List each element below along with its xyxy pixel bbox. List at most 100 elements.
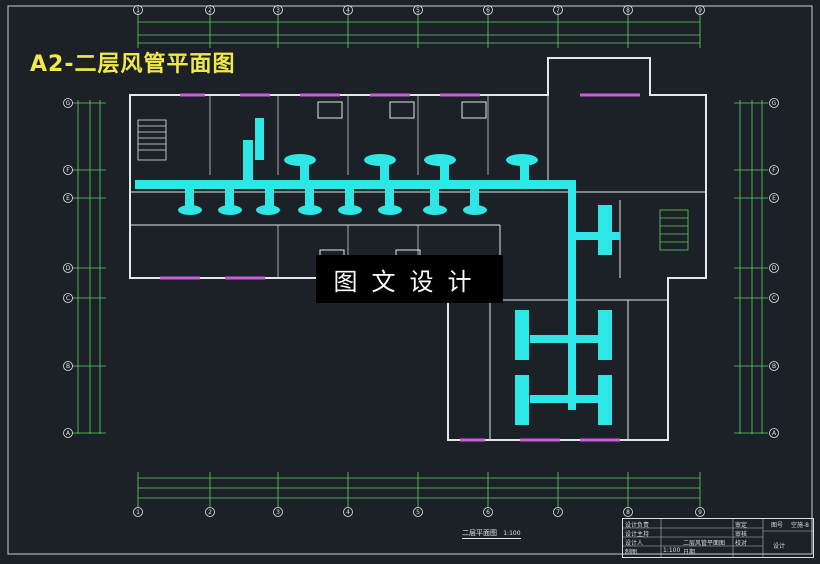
title-block: 设计负责 设计主持 设计人 制图 1:100 日期 二层风管平面图 审定 审核 … (622, 518, 814, 558)
drawing-title: A2-二层风管平面图 (30, 52, 236, 77)
grid-axis-left-label: E (66, 195, 70, 202)
air-units (178, 154, 612, 425)
grid-axis-bottom-label: 7 (556, 509, 560, 516)
grid-axis-bottom-label: 6 (486, 509, 490, 516)
tb-cell: 设计人 (625, 540, 644, 547)
stair-left (137, 119, 167, 161)
grid-axis-top-bubble (553, 5, 563, 15)
grid-axis-top-bubble (413, 5, 423, 15)
side-dimension-lines (72, 100, 768, 434)
grid-axis-bottom-label: 5 (416, 509, 420, 516)
grid-axis-bottom-bubble (553, 507, 563, 517)
tb-drawing-no-label: 图号 (771, 522, 784, 529)
grid-axis-left-bubble (63, 428, 73, 438)
plan-caption-text: 二层平面图 (462, 529, 497, 537)
tb-cell: 日期 (683, 549, 696, 556)
grid-axis-bottom-label: 3 (276, 509, 280, 516)
grid-axis-top-bubble (133, 5, 143, 15)
grid-axis-top-label: 3 (276, 7, 280, 14)
grid-axis-right-bubble (769, 193, 779, 203)
grid-axis-left-bubble (63, 263, 73, 273)
grid-axis-right-bubble (769, 293, 779, 303)
grid-axis-left-bubble (63, 165, 73, 175)
grid-axis-bottom-bubble (133, 507, 143, 517)
tb-cell: 审定 (735, 522, 748, 529)
grid-axis-left-label: D (66, 265, 71, 272)
tb-sheet-title: 二层风管平面图 (683, 540, 726, 547)
stair-right (659, 209, 689, 251)
window-marks (160, 93, 640, 442)
grid-axis-bottom-bubble (413, 507, 423, 517)
grid-axis-bottom-bubble (273, 507, 283, 517)
tb-cell: 制图 (625, 549, 638, 556)
grid-axis-left-label: C (66, 295, 70, 302)
grid-axis-bottom-bubble (695, 507, 705, 517)
grid-axis-left-bubble (63, 361, 73, 371)
grid-axis-right-label: F (772, 167, 776, 174)
grid-axis-top-bubble (623, 5, 633, 15)
grid-axis-top-label: 6 (486, 7, 490, 14)
riser-duct-east (568, 180, 576, 410)
grid-axis-left-label: G (66, 100, 71, 107)
grid-axis-right-label: B (772, 363, 776, 370)
grid-axis-top-bubble (273, 5, 283, 15)
tb-cell: 设计负责 (625, 522, 650, 529)
watermark-label: 图文设计 (316, 255, 503, 303)
grid-axis-bottom-label: 1 (136, 509, 140, 516)
grid-axis-right-bubble (769, 428, 779, 438)
grid-axis-right-bubble (769, 98, 779, 108)
grid-axis-top-label: 7 (556, 7, 560, 14)
grid-axis-top-bubble (483, 5, 493, 15)
sheet-border (7, 5, 813, 555)
tb-cell: 1:100 (663, 547, 681, 554)
bottom-grid-bubbles: 1 2 3 4 5 6 7 8 9 (133, 507, 705, 517)
grid-axis-right-label: A (772, 430, 777, 437)
tb-drawing-no: 空施-8 (791, 522, 809, 529)
top-dimension-lines (137, 12, 701, 48)
plan-scale: 1:100 (503, 530, 521, 537)
grid-axis-bottom-label: 4 (346, 509, 350, 516)
grid-axis-bottom-label: 2 (208, 509, 212, 516)
grid-axis-right-label: E (772, 195, 776, 202)
grid-axis-bottom-bubble (343, 507, 353, 517)
duct-system (135, 118, 620, 410)
tb-cell: 审核 (735, 531, 748, 538)
right-grid-bubbles: G F E D C B A (769, 98, 779, 438)
grid-axis-left-bubble (63, 293, 73, 303)
tb-cell: 设计主持 (625, 531, 650, 538)
grid-axis-left-label: F (66, 167, 70, 174)
top-grid-bubbles: 1 2 3 4 5 6 7 8 9 (133, 5, 705, 15)
grid-axis-top-label: 5 (416, 7, 420, 14)
grid-axis-top-label: 1 (136, 7, 140, 14)
grid-axis-left-bubble (63, 98, 73, 108)
grid-axis-top-label: 4 (346, 7, 350, 14)
grid-axis-left-label: B (66, 363, 70, 370)
tb-sheet-label: 设计 (773, 543, 786, 550)
grid-axis-top-bubble (695, 5, 705, 15)
main-supply-duct (135, 180, 575, 189)
grid-axis-right-label: G (772, 100, 777, 107)
grid-axis-bottom-bubble (205, 507, 215, 517)
grid-axis-bottom-label: 8 (626, 509, 630, 516)
title-block-lines (623, 519, 813, 557)
grid-axis-top-label: 8 (626, 7, 630, 14)
grid-axis-right-bubble (769, 263, 779, 273)
grid-axis-right-bubble (769, 361, 779, 371)
grid-axis-top-label: 9 (698, 7, 702, 14)
grid-axis-left-bubble (63, 193, 73, 203)
plan-caption: 二层平面图 1:100 (462, 528, 521, 539)
tb-cell: 校对 (735, 540, 748, 547)
grid-axis-right-label: C (772, 295, 776, 302)
bottom-dimension-lines (137, 472, 701, 508)
grid-axis-top-bubble (343, 5, 353, 15)
grid-axis-right-label: D (772, 265, 777, 272)
grid-axis-top-bubble (205, 5, 215, 15)
grid-axis-right-bubble (769, 165, 779, 175)
grid-axis-bottom-label: 9 (698, 509, 702, 516)
grid-axis-top-label: 2 (208, 7, 212, 14)
grid-axis-bottom-bubble (623, 507, 633, 517)
grid-axis-bottom-bubble (483, 507, 493, 517)
